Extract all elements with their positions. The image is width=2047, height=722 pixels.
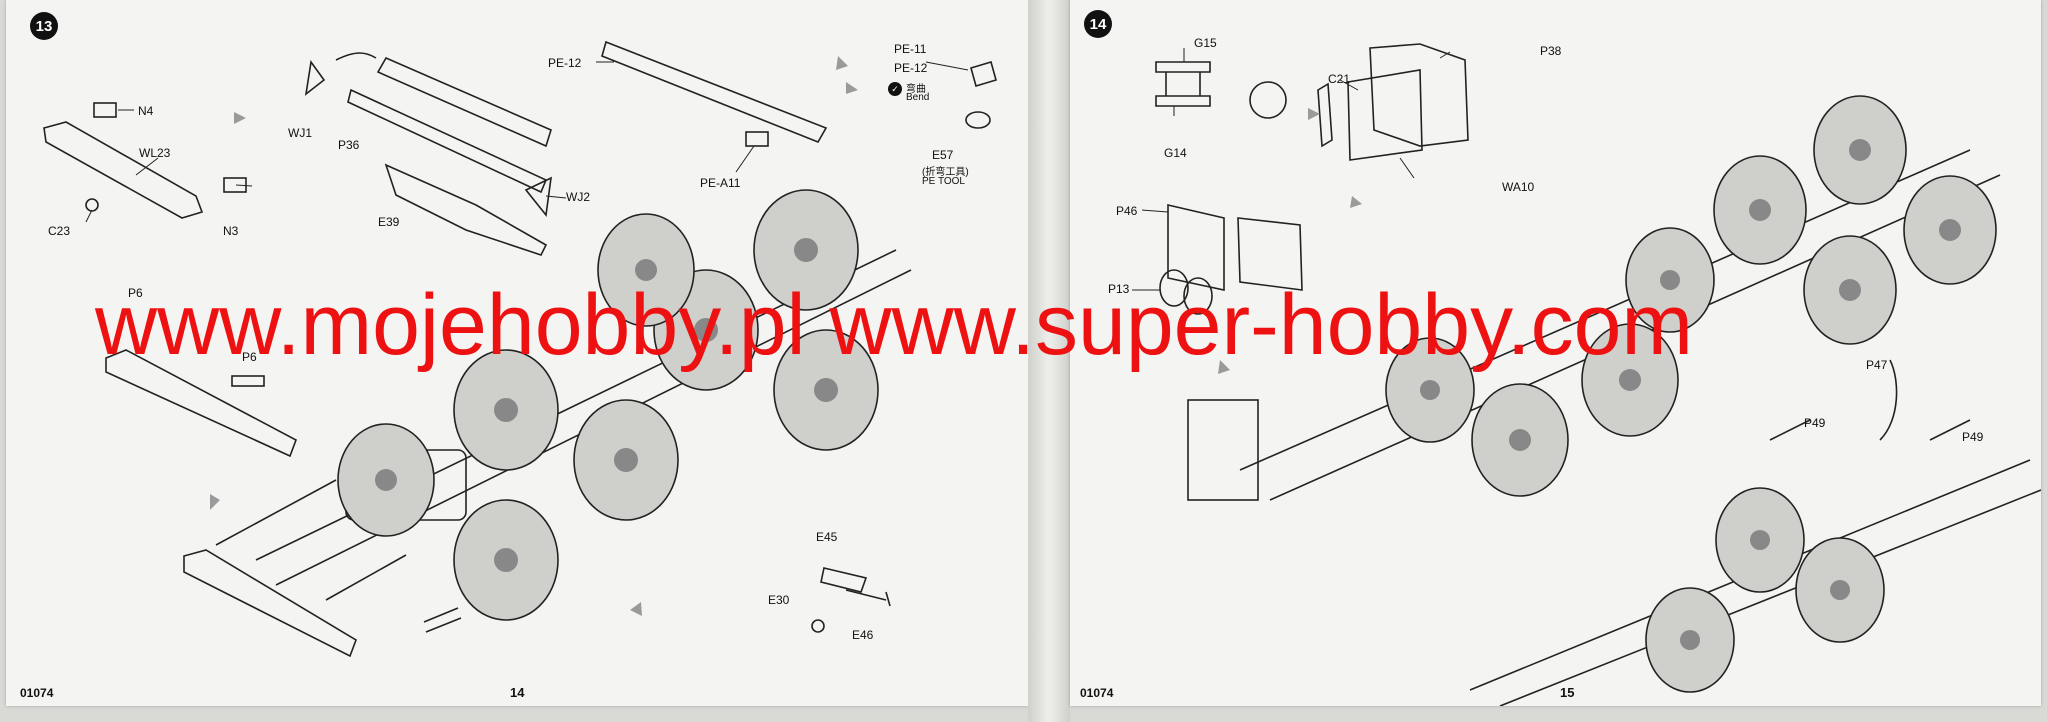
step-number-badge: 14 xyxy=(1084,10,1112,38)
wa10-part xyxy=(1347,69,1423,161)
e45-part xyxy=(820,567,868,593)
pe-tool-label-cn: (折弯工具) xyxy=(922,167,969,178)
p13-part xyxy=(1159,269,1189,307)
part-label-p49: P49 xyxy=(1804,416,1826,430)
chassis-rail-rear xyxy=(215,479,407,601)
part-label-e45: E45 xyxy=(816,530,838,544)
right-page: 14 G15 G14 C21 P38 WA10 P46 P13 P47 P49 … xyxy=(1070,0,2041,706)
p47-part xyxy=(1879,359,1898,441)
part-label-e39: E39 xyxy=(378,215,400,229)
wheels xyxy=(1385,95,1997,693)
c23-part xyxy=(85,198,99,212)
exhaust-part xyxy=(423,607,462,633)
g15-g14-part xyxy=(1155,61,1211,107)
part-label-c21: C21 xyxy=(1328,72,1351,86)
part-label-e46: E46 xyxy=(852,628,874,642)
c21-part xyxy=(1317,82,1333,148)
p46-part xyxy=(1167,203,1225,291)
wl23-bumper-part xyxy=(43,121,204,219)
part-label-p6: P6 xyxy=(128,286,143,300)
wj1-part xyxy=(304,59,326,96)
p13-part xyxy=(1183,277,1213,315)
page-number: 15 xyxy=(1560,685,1575,700)
part-label-p6-light: P6 xyxy=(242,350,257,364)
p49-part xyxy=(1769,419,1971,441)
bend-symbol-icon: ✓ xyxy=(888,82,902,96)
step-13-assembly-drawing xyxy=(43,40,997,658)
part-label-c23: C23 xyxy=(48,224,71,238)
n4-part xyxy=(93,102,117,118)
part-label-n3: N3 xyxy=(223,224,239,238)
part-label-wj1: WJ1 xyxy=(288,126,312,140)
part-label-e30: E30 xyxy=(768,593,790,607)
part-label-n4: N4 xyxy=(138,104,154,118)
part-label-p13: P13 xyxy=(1108,282,1130,296)
book-gutter xyxy=(1028,0,1070,722)
part-label-e57: E57 xyxy=(932,148,954,162)
wire-part xyxy=(335,52,377,61)
assembly-arrows xyxy=(1218,108,1362,374)
bend-label-cn: 弯曲 xyxy=(906,84,926,95)
part-label-wl23: WL23 xyxy=(139,146,171,160)
part-label-wj2: WJ2 xyxy=(566,190,590,204)
e57-part xyxy=(965,111,991,129)
page-number: 14 xyxy=(510,685,525,700)
step-number-badge: 13 xyxy=(30,12,58,40)
part-label-wa10: WA10 xyxy=(1502,180,1535,194)
p6-bumper-part xyxy=(105,349,297,458)
part-label-pe-a11: PE-A11 xyxy=(700,176,741,190)
part-label-p49-right: P49 xyxy=(1962,430,1984,444)
assembly-arrows xyxy=(210,56,858,616)
lower-bumper-part xyxy=(183,549,357,658)
e39-part xyxy=(384,163,548,256)
p46-frame-part xyxy=(1237,217,1303,291)
e46-part xyxy=(845,589,891,607)
pe-a11-part xyxy=(745,131,769,147)
p6-light-part xyxy=(231,375,265,387)
part-label-p36: P36 xyxy=(338,138,360,152)
e30-part xyxy=(811,619,825,633)
bend-label: Bend xyxy=(906,92,930,103)
pe12-bracket-part xyxy=(601,40,828,144)
left-page: 13 N4 WL23 C23 N3 WJ1 P36 E39 WJ2 PE-12 … xyxy=(6,0,1028,706)
step-14-assembly-drawing xyxy=(1132,43,2041,706)
front-radiator xyxy=(1187,399,1259,501)
part-label-p47: P47 xyxy=(1866,358,1888,372)
p36-part xyxy=(376,56,552,148)
part-label-pe11: PE-11 xyxy=(894,42,927,56)
watermark-text: www.mojehobby.pl www.super-hobby.com xyxy=(95,277,1694,373)
n3-part xyxy=(223,177,247,193)
part-label-p46: P46 xyxy=(1116,204,1138,218)
c21-detail-callout xyxy=(1249,81,1287,119)
pe11-part xyxy=(970,60,997,88)
part-label-g15: G15 xyxy=(1194,36,1217,50)
part-label-pe12-bend: PE-12 xyxy=(894,61,928,75)
p36-rail-part xyxy=(347,88,548,194)
p38-part xyxy=(1369,43,1469,147)
catalog-number: 01074 xyxy=(1080,686,1114,700)
part-label-p38: P38 xyxy=(1540,44,1562,58)
part-label-g14: G14 xyxy=(1164,146,1187,160)
pe-tool-label: PE TOOL xyxy=(922,176,965,187)
catalog-number: 01074 xyxy=(20,686,54,700)
part-label-pe12: PE-12 xyxy=(548,56,582,70)
